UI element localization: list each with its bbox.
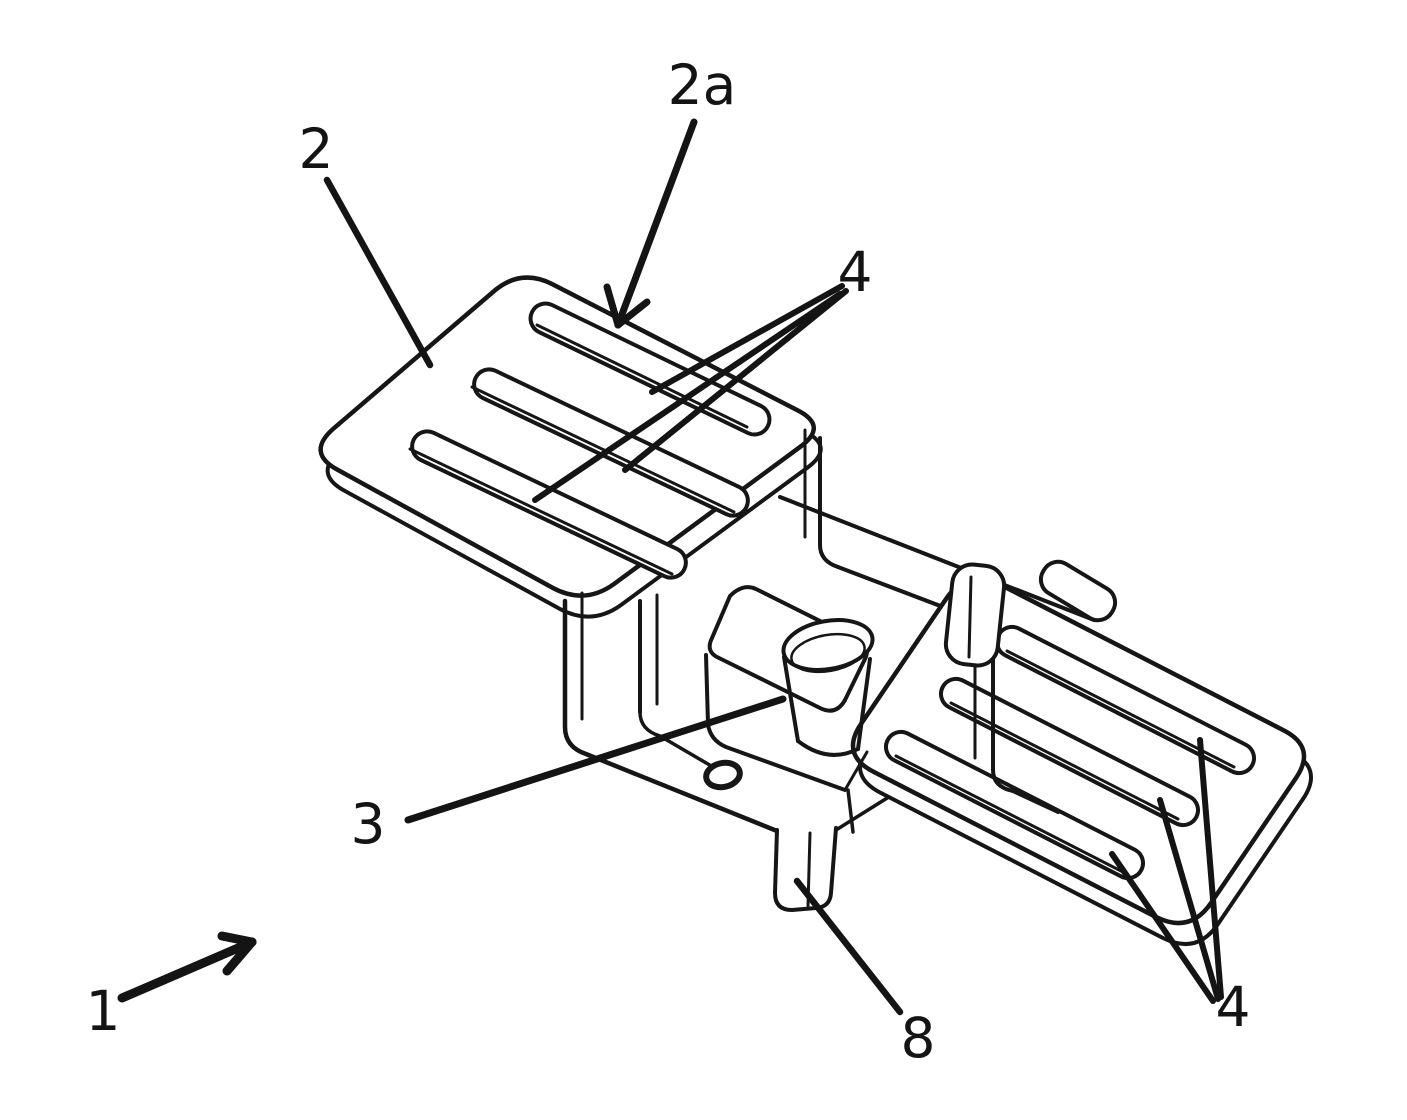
upright-wall-2	[1038, 559, 1118, 623]
arrow-2a	[603, 118, 698, 329]
rib-top-3-ridge	[408, 447, 674, 576]
rib-top-1-ridge	[535, 323, 749, 429]
ref-label-2a: 2a	[668, 53, 737, 117]
rib-bottom-2	[938, 676, 1201, 828]
rib-bottom-3-ridge	[894, 754, 1125, 874]
leader-3	[404, 695, 787, 824]
pin-top-ellipse	[781, 618, 875, 672]
leader-8	[793, 877, 904, 1016]
leader-2	[323, 176, 434, 369]
center-web	[562, 428, 1096, 834]
ref-label-2: 2	[299, 117, 334, 181]
leader-4-bottom-2	[1157, 797, 1221, 1002]
rib-bottom-1-ridge	[1005, 649, 1236, 769]
boss-front-corner	[846, 788, 855, 834]
pin-right-side	[856, 657, 872, 751]
boss-bottom-edge	[706, 722, 847, 792]
ref-label-1: 1	[86, 979, 121, 1043]
arrow-1	[117, 931, 257, 1003]
reference-labels: 1 2 2a 4 3 8 4	[86, 53, 1251, 1070]
bottom-tab	[773, 826, 838, 912]
rib-bottom-3	[883, 729, 1146, 881]
leader-lines	[323, 176, 1224, 1016]
leader-4-top-3	[532, 291, 843, 503]
arrow-1-barb-lower	[222, 937, 257, 976]
boss-left-side	[704, 653, 710, 726]
ref-label-8: 8	[901, 1006, 936, 1070]
arrow-2a-barb-left	[603, 283, 622, 329]
pin-bottom-arc	[796, 739, 860, 757]
rail-edge-upper	[778, 495, 1096, 622]
pin-rim-ellipse	[790, 632, 866, 674]
right-wall-outer	[991, 578, 1060, 814]
boss-right-lower-edge	[843, 750, 869, 792]
pin-left-side	[782, 655, 800, 743]
rib-bottom-2-ridge	[949, 701, 1180, 821]
rib-top-2-ridge	[470, 385, 736, 514]
bottom-plate-ribs	[883, 624, 1257, 881]
arrow-2a-barb-right	[614, 298, 651, 329]
arrow-1-shaft	[117, 937, 257, 1003]
ref-label-4-bottom: 4	[1216, 975, 1251, 1039]
rib-top-3	[410, 429, 688, 580]
ref-label-3: 3	[351, 792, 386, 856]
leader-4-top-2	[622, 288, 849, 473]
leader-4-bottom-3	[1109, 851, 1216, 1004]
upright-wall-1-edge	[967, 575, 973, 659]
leader-4-bottom-1	[1197, 737, 1224, 1000]
web-hole	[703, 759, 743, 791]
tab-outline	[773, 826, 838, 912]
edge-step-east-outer	[818, 436, 840, 569]
mount-boss	[704, 585, 875, 834]
web-left-silhouette	[562, 598, 780, 834]
web-walls	[943, 559, 1118, 814]
arrow-2a-shaft	[614, 118, 698, 329]
upright-wall-1	[943, 562, 1007, 668]
ref-label-4-top: 4	[838, 240, 873, 304]
leader-4-top-1	[649, 283, 845, 395]
